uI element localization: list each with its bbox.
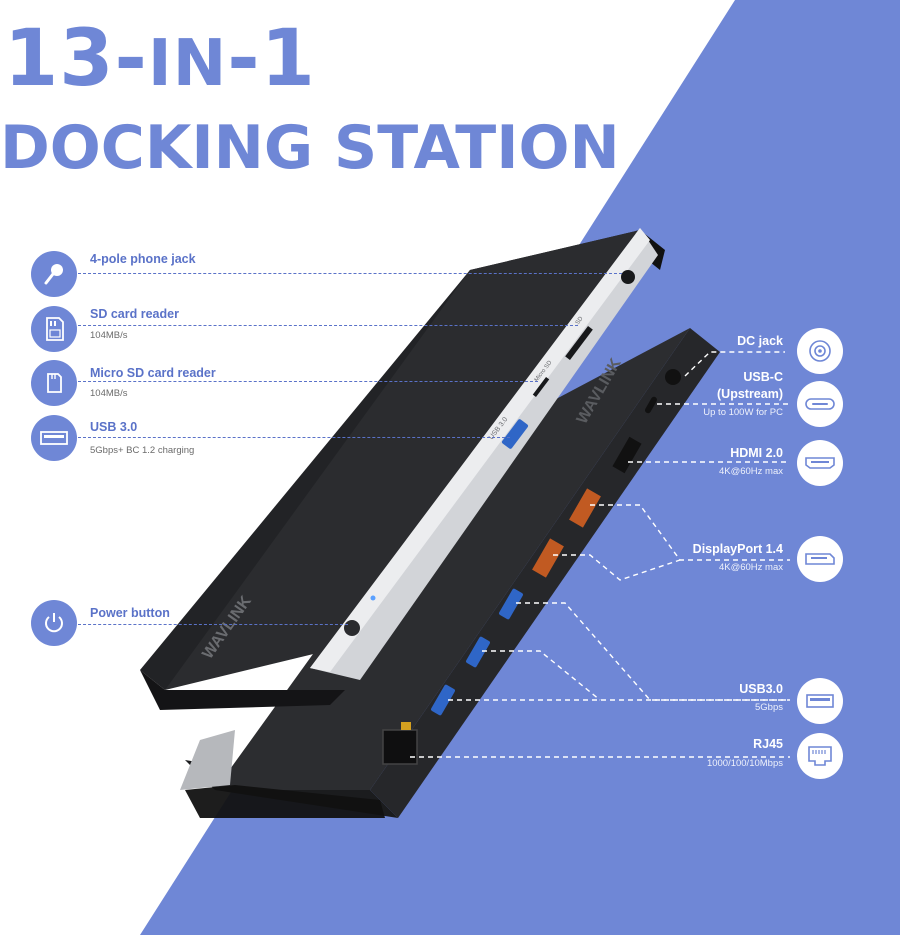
- power-led: [370, 595, 376, 601]
- sub-rj45: 1000/100/10Mbps: [706, 758, 783, 769]
- micro-sd-card-icon: [31, 360, 77, 406]
- bottom-unit-side: [215, 328, 690, 790]
- label-phone-jack: 4-pole phone jack: [90, 252, 196, 266]
- leader-displayport-2: [553, 554, 681, 581]
- usb-port-rear-2: [466, 636, 490, 668]
- sub-usb30-rear: 5Gbps: [755, 702, 783, 713]
- hdmi-icon: [797, 440, 843, 486]
- top-unit-silver-highlight: [310, 228, 650, 672]
- label-power-button: Power button: [90, 606, 170, 620]
- port-tag-sd: SD: [575, 315, 585, 326]
- sub-sd-reader: 104MB/s: [90, 330, 128, 341]
- label-usb-c: USB-C: [743, 370, 783, 384]
- label-usb-c-upstream: (Upstream): [717, 387, 783, 401]
- sub-usb-30: 5Gbps+ BC 1.2 charging: [90, 445, 195, 456]
- label-dc-jack: DC jack: [737, 334, 783, 348]
- microphone-icon: [31, 251, 77, 297]
- title-line-1: 13-IN-1: [4, 14, 316, 104]
- leader-phone-jack: [78, 273, 622, 274]
- sub-micro-sd-reader: 104MB/s: [90, 388, 128, 399]
- power-button-shape: [344, 620, 360, 636]
- sub-displayport: 4K@60Hz max: [718, 562, 783, 573]
- leader-usb30-b: [482, 650, 601, 701]
- label-sd-reader: SD card reader: [90, 307, 179, 321]
- sd-card-icon: [31, 306, 77, 352]
- displayport-icon: [797, 536, 843, 582]
- label-displayport: DisplayPort 1.4: [692, 542, 783, 556]
- usb-port-rear-3: [431, 684, 455, 716]
- leader-displayport: [590, 504, 790, 561]
- usb-c-icon: [797, 381, 843, 427]
- sub-usb-c: Up to 100W for PC: [703, 407, 783, 418]
- bottom-vent-grill: [185, 785, 385, 818]
- bottom-unit-silver-edge: [180, 730, 235, 790]
- displayport-port-2: [532, 538, 564, 578]
- label-usb-30: USB 3.0: [90, 420, 138, 434]
- dc-jack-icon: [797, 328, 843, 374]
- usb-a-icon: [797, 678, 843, 724]
- leader-sd-reader: [78, 325, 578, 326]
- sub-hdmi: 4K@60Hz max: [718, 466, 783, 477]
- top-unit-bottom-vent: [140, 670, 345, 710]
- leader-dc-jack: [684, 351, 785, 377]
- rj45-port: [382, 729, 418, 765]
- dc-jack-port: [665, 369, 681, 385]
- rj45-led: [401, 722, 411, 730]
- hdmi-port: [612, 436, 642, 474]
- usb-c-port: [645, 396, 657, 414]
- title-line-2: DOCKING STATION: [0, 113, 620, 183]
- label-hdmi: HDMI 2.0: [730, 446, 783, 460]
- label-rj45: RJ45: [753, 737, 783, 751]
- top-unit-face: [165, 230, 640, 690]
- micro-sd-slot: [532, 377, 550, 397]
- displayport-port-1: [569, 488, 601, 528]
- usb-port-rear-1: [499, 588, 523, 620]
- usb-port-icon: [31, 415, 77, 461]
- label-micro-sd-reader: Micro SD card reader: [90, 366, 216, 380]
- power-icon: [31, 600, 77, 646]
- audio-jack-port: [621, 270, 635, 284]
- leader-usb30-a: [516, 602, 790, 701]
- rj45-icon: [797, 733, 843, 779]
- leader-micro-sd-reader: [78, 381, 538, 382]
- front-usb-port: [501, 419, 529, 449]
- sd-slot: [565, 326, 593, 360]
- leader-usb-30: [78, 437, 510, 438]
- label-usb30-rear: USB3.0: [739, 682, 783, 696]
- leader-power-button: [78, 624, 348, 625]
